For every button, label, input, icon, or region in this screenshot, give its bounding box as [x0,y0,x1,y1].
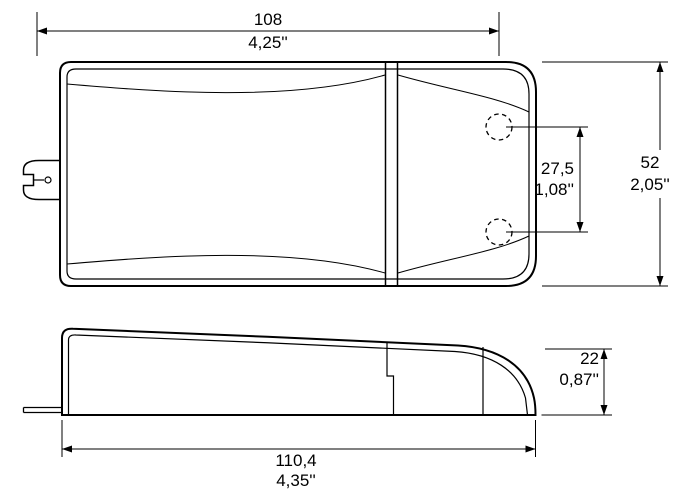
side-profile-inner-line [67,334,529,416]
surface-contour-line [397,235,530,274]
dim-overall-length-mm: 110,4 [275,451,316,470]
side-view [22,327,537,416]
arrowhead-icon [37,27,47,35]
dim-overall-length: 110,4 4,35'' [61,420,536,490]
arrowhead-icon [656,276,664,286]
surface-contour-line [66,74,386,94]
top-view [22,61,537,287]
arrowhead-icon [656,62,664,72]
arrowhead-icon [600,349,608,359]
dim-top-width: 108 4,25'' [36,10,500,56]
surface-contour-line [397,74,530,113]
cable-clamp-hole [44,176,52,184]
dim-top-width-inch: 4,25'' [248,33,288,52]
surface-contour-line [66,254,386,274]
side-seam-step-line [386,342,395,415]
body-inner-outline [66,68,530,280]
dim-side-height-mm: 22 [580,349,599,368]
dim-side-height: 22 0,87'' [541,348,612,416]
dim-overall-length-inch: 4,35'' [276,471,316,490]
dim-body-height: 52 2,05'' [542,61,670,287]
dim-body-height-inch: 2,05'' [630,175,670,194]
side-profile-outline [61,327,537,416]
dim-top-width-mm: 108 [254,10,282,29]
output-wire [22,406,62,414]
dim-body-height-mm: 52 [641,153,660,172]
dim-side-height-inch: 0,87'' [559,370,599,389]
dim-hole-spacing-mm: 27,5 [541,159,574,178]
arrowhead-icon [489,27,499,35]
arrowhead-icon [600,405,608,415]
dim-hole-spacing: 27,5 1,08'' [506,126,588,233]
arrowhead-icon [576,127,584,137]
body-outline [59,61,537,287]
arrowhead-icon [576,222,584,232]
cable-clamp [22,159,60,201]
arrowhead-icon [525,445,536,453]
arrowhead-icon [62,445,72,453]
dim-hole-spacing-inch: 1,08'' [534,180,574,199]
